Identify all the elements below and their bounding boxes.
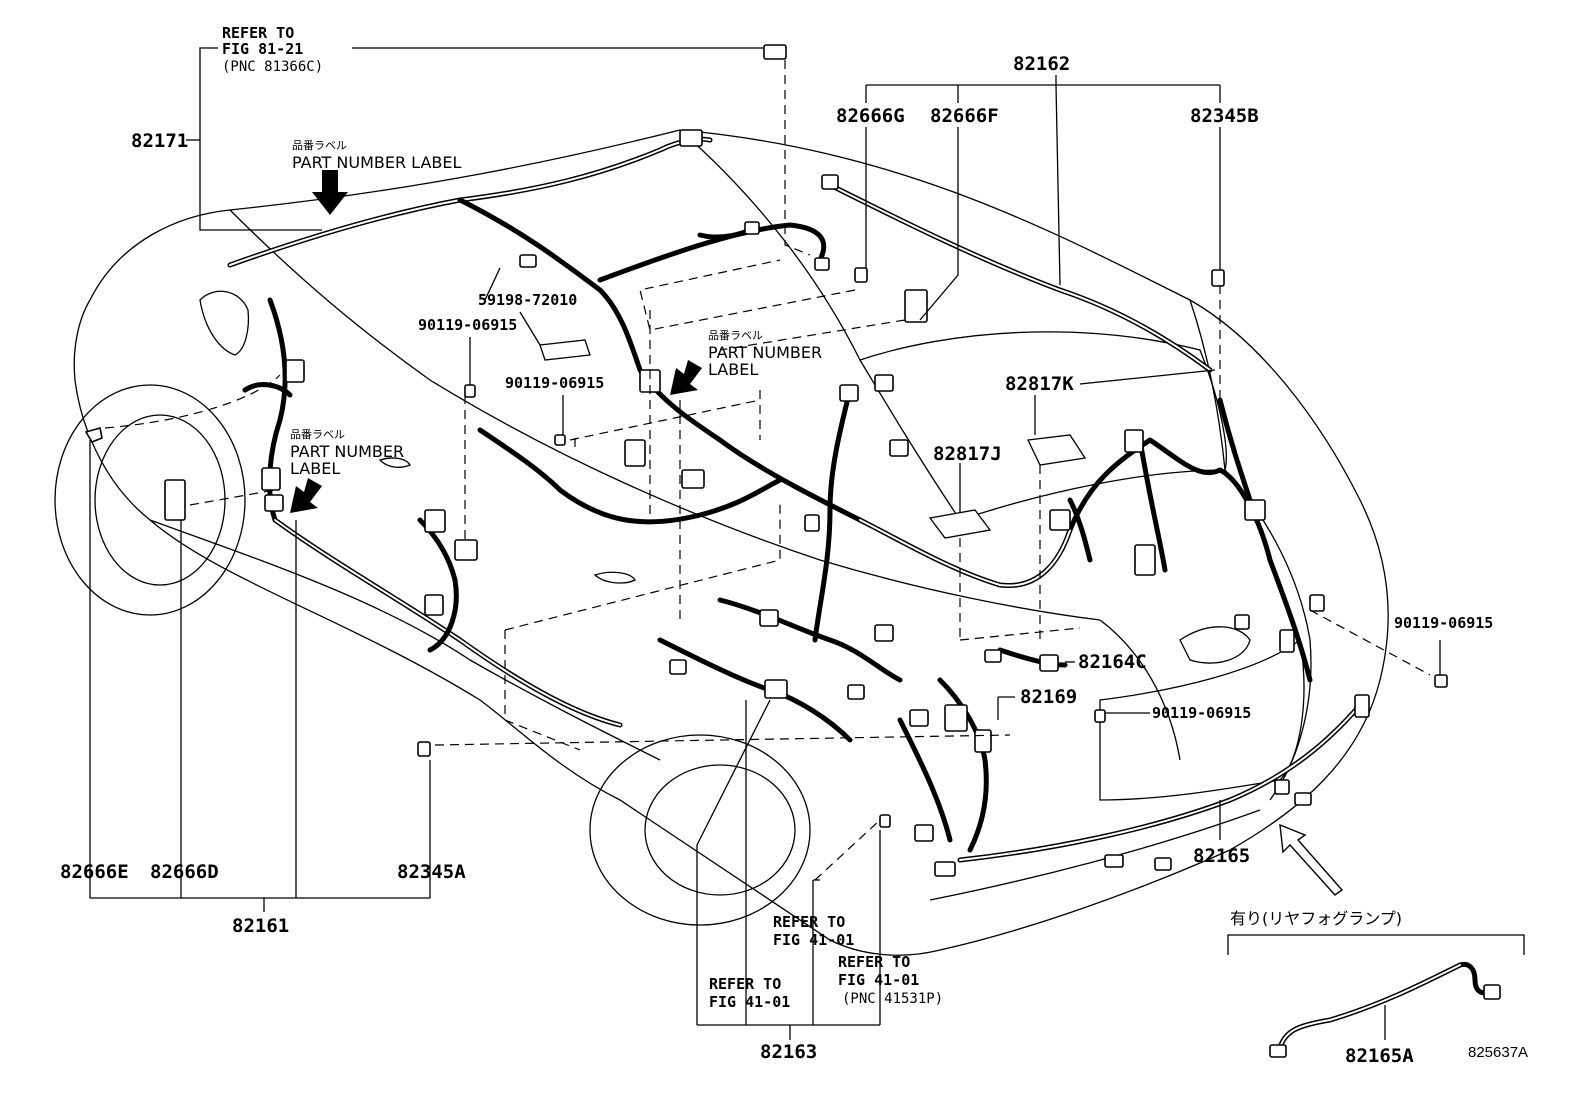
refer-line1: REFER TO (773, 913, 845, 931)
part-82164C: 82164C (1078, 651, 1147, 673)
refer-line3: (PNC 41531P) (842, 991, 943, 1007)
part-90119-d: 90119-06915 (1394, 614, 1493, 632)
part-82161: 82161 (232, 915, 289, 937)
harness-back-door (857, 397, 1313, 683)
part-59198-72010: 59198-72010 (478, 291, 577, 309)
part-82666F: 82666F (930, 105, 999, 127)
harness-82165A (1269, 961, 1501, 1058)
part-82666D: 82666D (150, 861, 219, 883)
diagram-code: 825637A (1468, 1044, 1528, 1061)
refer-fig41-01-a: REFER TO FIG 41-01 (773, 913, 854, 949)
part-82345B: 82345B (1190, 105, 1259, 127)
harness-floor-82161 (242, 297, 623, 728)
harness-center (417, 387, 903, 743)
pn-label-jp: 品番ラベル (708, 329, 763, 342)
refer-line2: FIG 41-01 (709, 993, 790, 1011)
pn-label-text: PART NUMBER (708, 343, 822, 362)
harness-rear-82165 (897, 647, 1363, 863)
label-arrows (290, 170, 1344, 896)
label-plates (539, 339, 1087, 539)
part-number-label-3: 品番ラベル PART NUMBER LABEL (290, 428, 404, 478)
connectors (164, 44, 1370, 877)
refer-line1: REFER TO (222, 24, 294, 42)
part-82165A: 82165A (1345, 1045, 1414, 1067)
refer-fig81-21: REFER TO FIG 81-21 (PNC 81366C) (222, 24, 323, 75)
leader-lines (89, 47, 1525, 1040)
clips-and-bolts (84, 384, 1448, 757)
part-number-label-1: 品番ラベル PART NUMBER LABEL (292, 139, 461, 172)
part-90119-c: 90119-06915 (1152, 704, 1251, 722)
refer-fig41-01-b: REFER TO FIG 41-01 (PNC 41531P) (838, 953, 943, 1007)
part-82666G: 82666G (836, 105, 905, 127)
harness-right-side (827, 182, 1213, 373)
part-82345A: 82345A (397, 861, 466, 883)
part-82171: 82171 (131, 130, 188, 152)
part-82817K: 82817K (1005, 373, 1074, 395)
part-90119-b: 90119-06915 (505, 374, 604, 392)
part-82163: 82163 (760, 1041, 817, 1063)
refer-line1: REFER TO (709, 975, 781, 993)
part-number-label-2: 品番ラベル PART NUMBER LABEL (708, 329, 822, 379)
pn-label-text-2: LABEL (708, 360, 758, 379)
refer-line2: FIG 41-01 (773, 931, 854, 949)
part-82169: 82169 (1020, 686, 1077, 708)
refer-line3: (PNC 81366C) (222, 59, 323, 75)
part-82666E: 82666E (60, 861, 129, 883)
refer-fig41-01-c: REFER TO FIG 41-01 (709, 975, 790, 1011)
part-82162: 82162 (1013, 53, 1070, 75)
part-90119-a: 90119-06915 (418, 316, 517, 334)
refer-line2: FIG 41-01 (838, 971, 919, 989)
pn-label-text-2: LABEL (290, 459, 340, 478)
part-82165: 82165 (1193, 845, 1250, 867)
option-rear-fog-lamp: 有り(リヤフォグランプ) (1230, 909, 1402, 928)
part-82817J: 82817J (933, 443, 1002, 465)
pn-label-jp: 品番ラベル (290, 428, 345, 441)
refer-line2: FIG 81-21 (222, 40, 303, 58)
pn-label-text: PART NUMBER LABEL (292, 153, 461, 172)
refer-line1: REFER TO (838, 953, 910, 971)
dashed-reference-lines (104, 60, 1431, 881)
pn-label-text: PART NUMBER (290, 442, 404, 461)
pn-label-jp: 品番ラベル (292, 139, 347, 152)
